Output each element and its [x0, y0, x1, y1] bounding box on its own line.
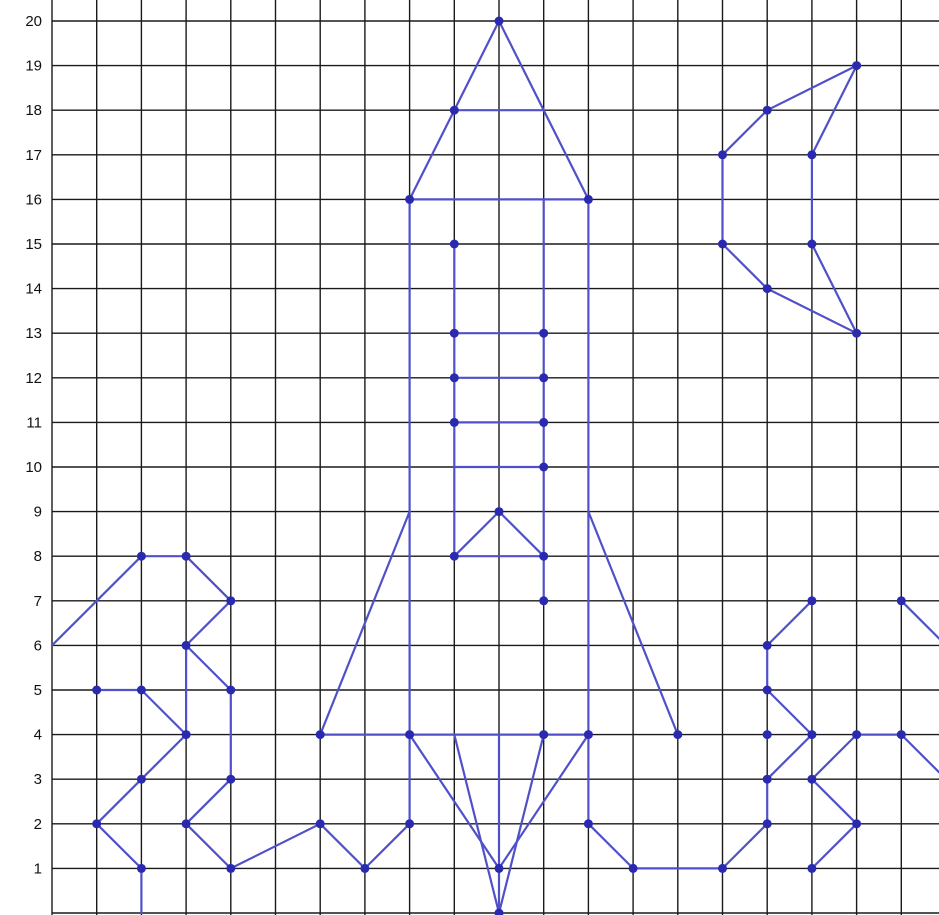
- shape-point: [807, 775, 816, 784]
- shape-point: [182, 730, 191, 739]
- y-axis-label: 13: [25, 325, 42, 342]
- shape-point: [405, 730, 414, 739]
- shape-point: [92, 686, 101, 695]
- shape-point: [539, 418, 548, 427]
- shape-point: [807, 864, 816, 873]
- shape-point: [584, 819, 593, 828]
- shape-point: [852, 819, 861, 828]
- shape-point: [450, 373, 459, 382]
- shape-point: [673, 730, 682, 739]
- y-axis-label: 6: [34, 637, 42, 654]
- y-axis-label: 3: [34, 771, 42, 788]
- shape-point: [539, 730, 548, 739]
- shape-point: [807, 596, 816, 605]
- shape-point: [807, 150, 816, 159]
- y-axis-label: 9: [34, 504, 42, 521]
- y-axis-label: 2: [34, 816, 42, 833]
- y-axis-label: 10: [25, 459, 42, 476]
- y-axis-label: 17: [25, 147, 42, 164]
- shape-point: [897, 596, 906, 605]
- shape-point: [360, 864, 369, 873]
- shape-point: [405, 195, 414, 204]
- shape-point: [763, 641, 772, 650]
- shape-point: [763, 686, 772, 695]
- shape-point: [539, 463, 548, 472]
- y-axis-label: 8: [34, 548, 42, 565]
- y-axis-label: 19: [25, 58, 42, 75]
- shape-point: [763, 819, 772, 828]
- shape-point: [539, 552, 548, 561]
- shape-point: [584, 730, 593, 739]
- y-axis-label: 15: [25, 236, 42, 253]
- shape-point: [718, 150, 727, 159]
- y-axis-label: 7: [34, 593, 42, 610]
- shape-point: [182, 552, 191, 561]
- shape-point: [405, 819, 414, 828]
- shape-point: [763, 775, 772, 784]
- shape-point: [495, 864, 504, 873]
- shape-point: [852, 730, 861, 739]
- shape-point: [807, 730, 816, 739]
- y-axis-label: 20: [25, 13, 42, 30]
- shape-point: [137, 552, 146, 561]
- shape-point: [495, 17, 504, 26]
- shape-point: [450, 418, 459, 427]
- shape-point: [718, 864, 727, 873]
- shape-point: [182, 819, 191, 828]
- shape-point: [450, 552, 459, 561]
- shape-point: [92, 819, 101, 828]
- shape-point: [584, 195, 593, 204]
- y-axis-label: 12: [25, 370, 42, 387]
- shape-point: [539, 596, 548, 605]
- y-axis-label: 5: [34, 682, 42, 699]
- shape-point: [539, 373, 548, 382]
- shape-point: [718, 240, 727, 249]
- shape-point: [807, 240, 816, 249]
- y-axis-label: 16: [25, 191, 42, 208]
- shape-point: [539, 329, 548, 338]
- shape-point: [137, 775, 146, 784]
- shape-point: [897, 730, 906, 739]
- y-axis-label: 11: [26, 414, 42, 431]
- shape-point: [629, 864, 638, 873]
- shape-point: [316, 819, 325, 828]
- shape-point: [852, 61, 861, 70]
- shape-point: [182, 641, 191, 650]
- y-axis-label: 4: [34, 727, 42, 744]
- shape-point: [852, 329, 861, 338]
- shape-point: [316, 730, 325, 739]
- shape-point: [763, 730, 772, 739]
- shape-point: [226, 775, 235, 784]
- shape-point: [450, 240, 459, 249]
- y-axis-label: 14: [25, 281, 42, 298]
- shape-point: [226, 686, 235, 695]
- shape-point: [137, 864, 146, 873]
- shape-point: [450, 329, 459, 338]
- shape-point: [763, 284, 772, 293]
- y-axis-label: 18: [25, 102, 42, 119]
- shape-point: [763, 106, 772, 115]
- shape-point: [495, 507, 504, 516]
- shape-point: [226, 864, 235, 873]
- y-axis-label: 1: [34, 860, 42, 877]
- shape-point: [226, 596, 235, 605]
- shape-point: [137, 686, 146, 695]
- shape-point: [450, 106, 459, 115]
